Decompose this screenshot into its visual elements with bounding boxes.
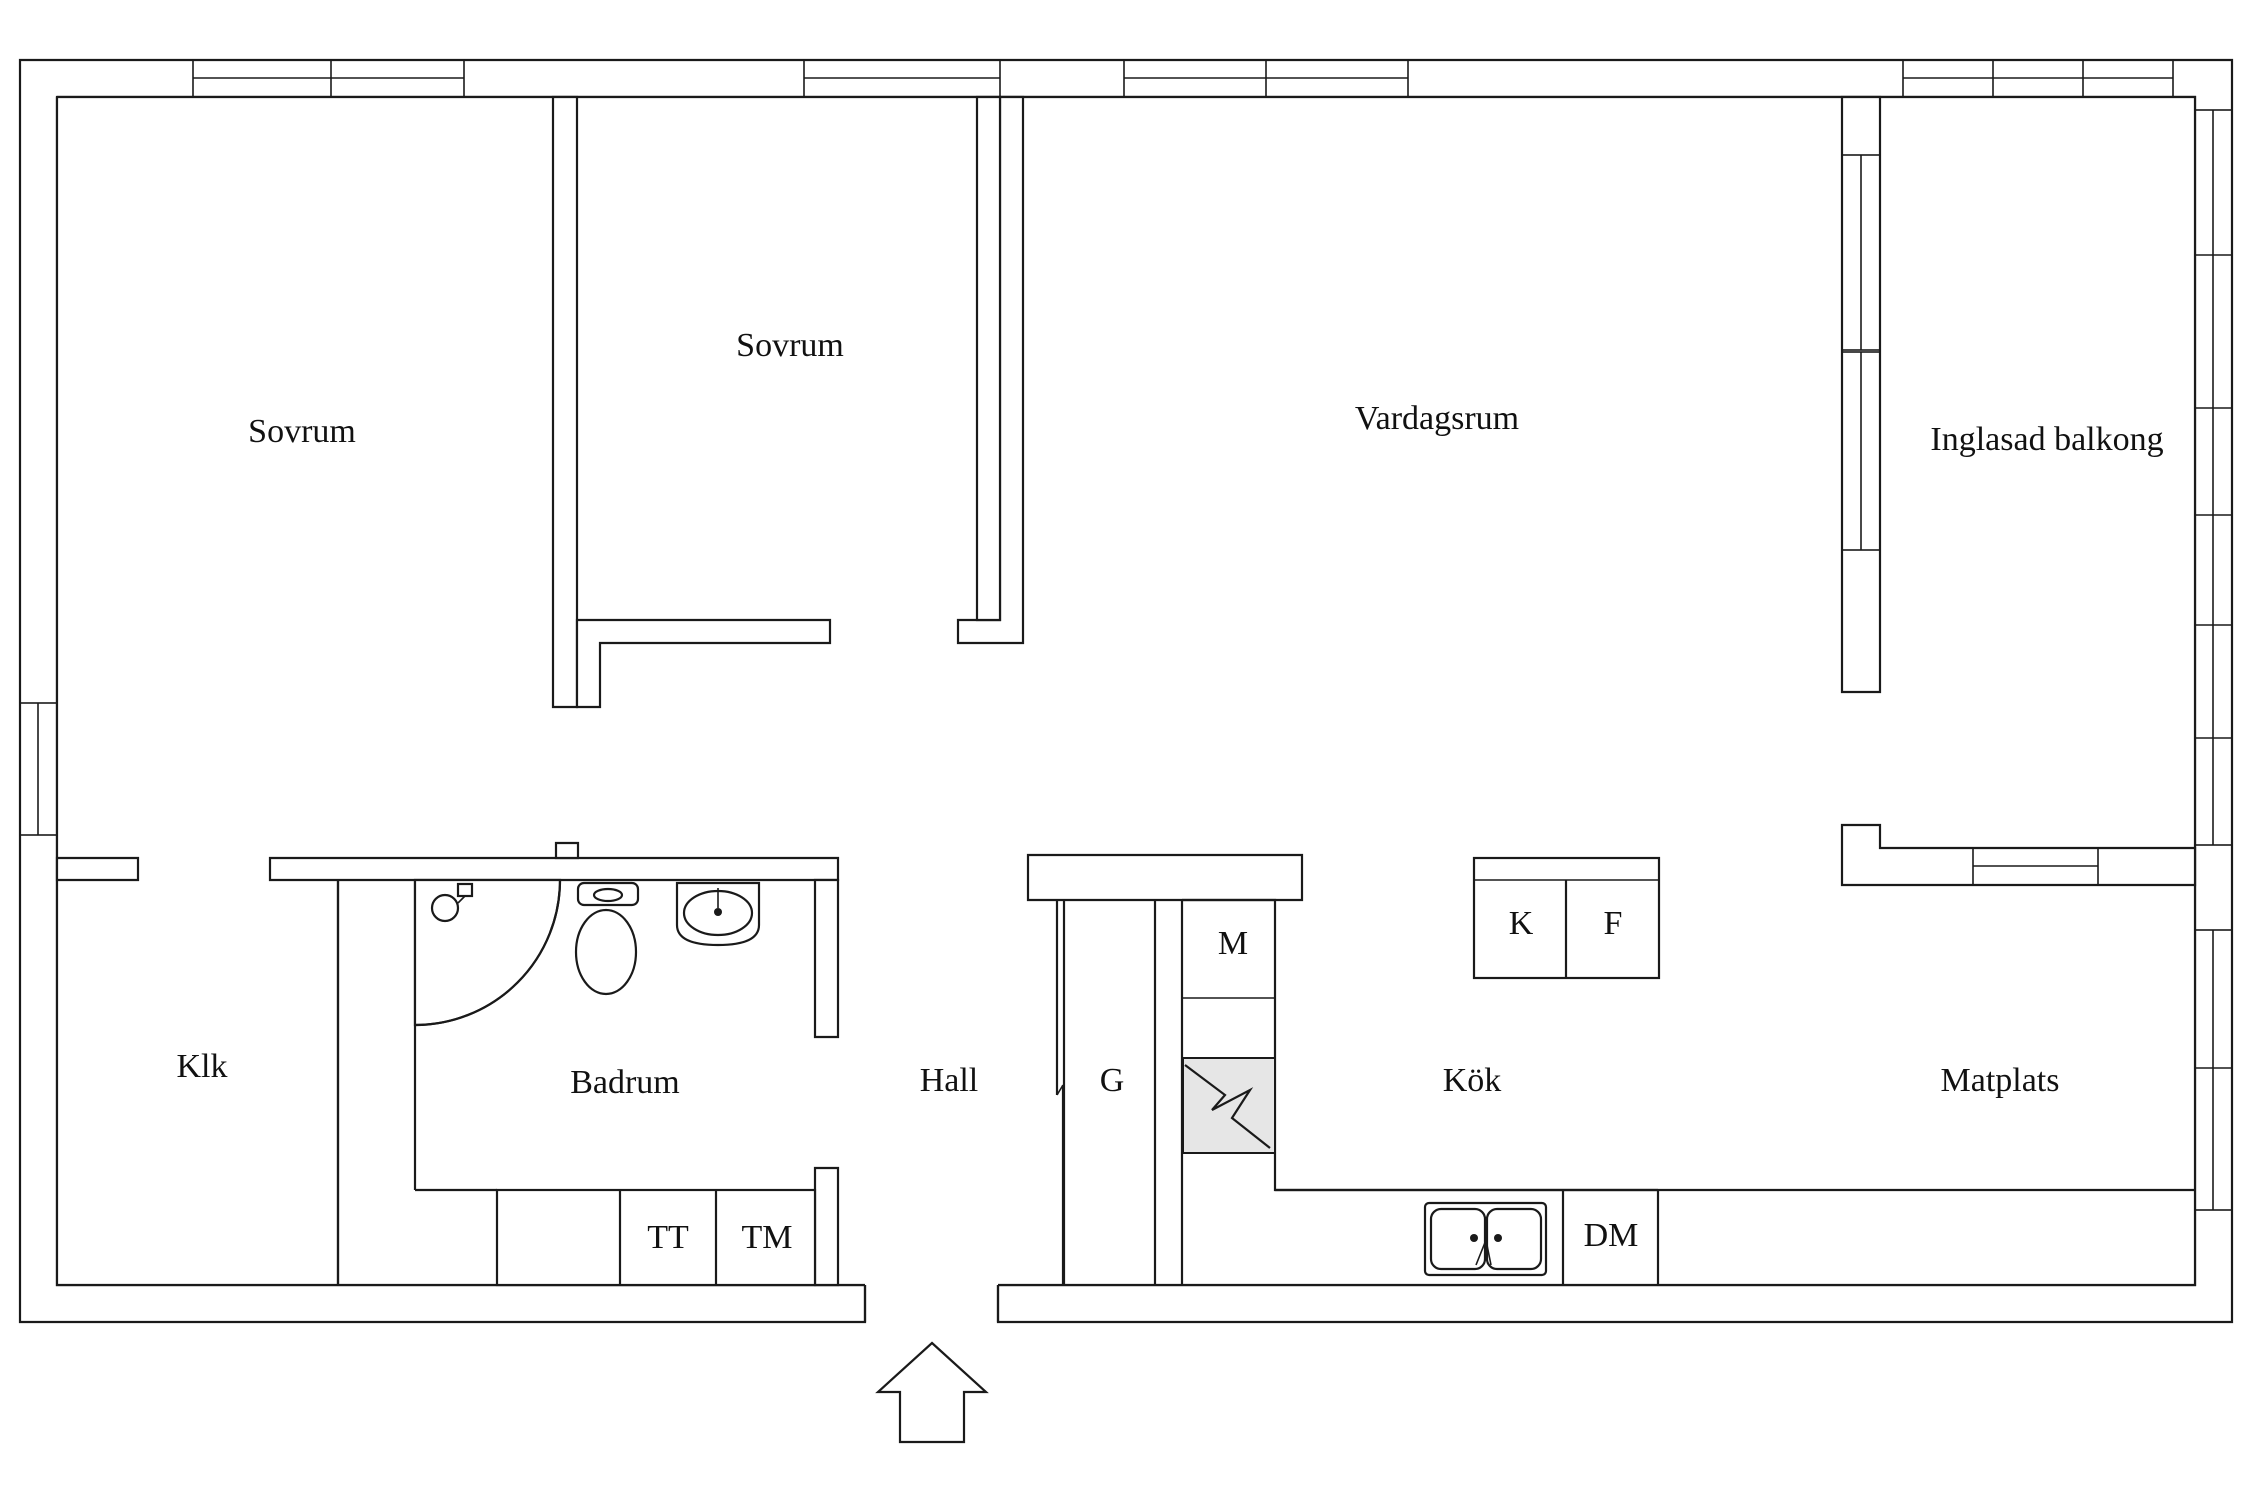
shower-icon xyxy=(413,878,562,1027)
room-label-badrum: Badrum xyxy=(570,1064,680,1101)
room-label-inglasad-balkong: Inglasad balkong xyxy=(1930,421,2163,458)
room-label-kok: Kök xyxy=(1443,1062,1502,1099)
entrance-arrow-icon xyxy=(875,1341,989,1444)
room-label-matplats: Matplats xyxy=(1941,1062,2060,1099)
interior-walls xyxy=(55,95,2197,1287)
room-label-hall: Hall xyxy=(920,1062,979,1099)
appliance-label-washer: TM xyxy=(742,1219,793,1256)
outer-walls xyxy=(18,58,2234,1324)
room-label-sovrum-2: Sovrum xyxy=(736,327,844,364)
appliance-labels: M K F TT TM DM xyxy=(647,905,1638,1256)
kitchen-sink-icon xyxy=(1423,1201,1548,1277)
kitchen xyxy=(1180,856,2195,1285)
room-label-garderob: G xyxy=(1100,1062,1125,1099)
appliance-label-dryer: TT xyxy=(647,1219,689,1256)
windows xyxy=(19,59,2233,1211)
room-label-sovrum-1: Sovrum xyxy=(248,413,356,450)
appliance-label-microwave: M xyxy=(1218,925,1248,962)
room-label-klk: Klk xyxy=(177,1048,228,1085)
room-labels: Sovrum Sovrum Vardagsrum Inglasad balkon… xyxy=(177,327,2164,1101)
stove-icon xyxy=(1182,1057,1276,1154)
appliance-label-freezer: F xyxy=(1604,905,1623,942)
appliance-label-dishwasher: DM xyxy=(1584,1217,1639,1254)
appliance-label-fridge: K xyxy=(1509,905,1534,942)
room-label-vardagsrum: Vardagsrum xyxy=(1355,400,1519,437)
bathroom-fixtures xyxy=(413,878,817,1287)
toilet-icon xyxy=(574,881,640,996)
wash-basin-icon xyxy=(675,881,761,947)
